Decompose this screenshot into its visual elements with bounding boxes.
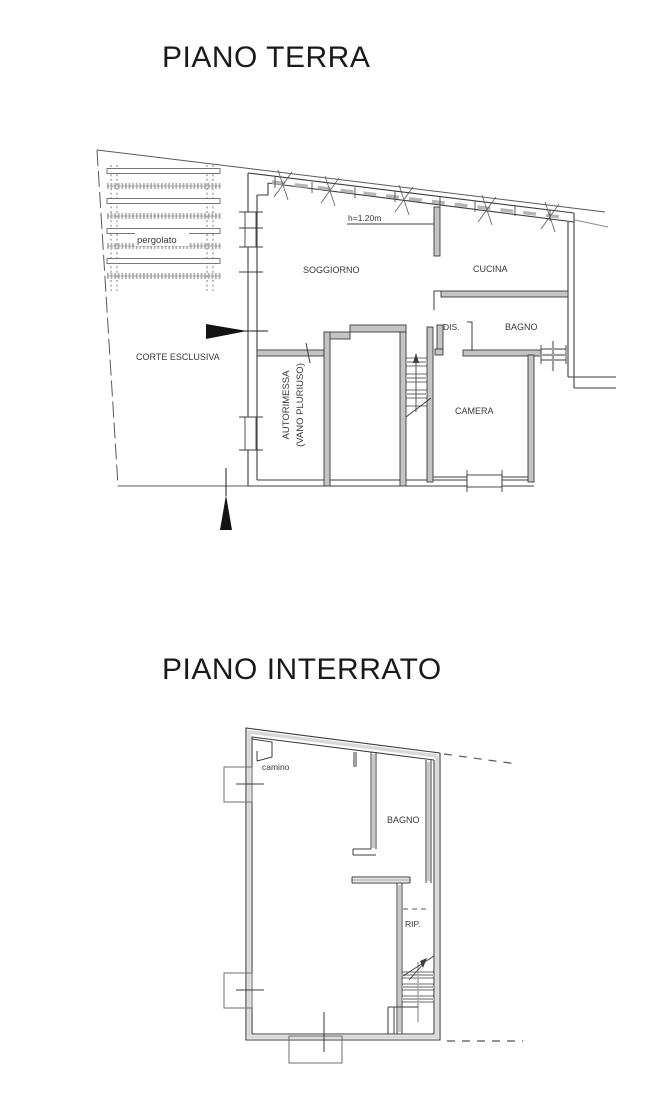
- wall-vano-west: [323, 331, 331, 487]
- exterior-wall-fill: [247, 730, 439, 1039]
- boundary-extension-line: [574, 219, 609, 228]
- piano-interrato-title: PIANO INTERRATO: [162, 653, 442, 686]
- wall-cucina-bagno: [440, 290, 569, 298]
- band-window-glass: [271, 180, 561, 219]
- pergolato-label: pergolato: [137, 235, 177, 246]
- piano-interrato-plan: camino BAGNO RIP.: [223, 727, 523, 1064]
- stair-arrow-head: [420, 958, 427, 968]
- entrance-arrow-west: [206, 324, 247, 339]
- piano-terra-title: PIANO TERRA: [162, 41, 371, 74]
- soggiorno-label: SOGGIORNO: [303, 265, 360, 275]
- corte-esclusiva-label: CORTE ESCLUSIVA: [136, 352, 220, 362]
- bagno-terra-label: BAGNO: [505, 322, 538, 332]
- wall-camera-east: [527, 354, 535, 483]
- windows-interrato: [223, 766, 343, 1064]
- wall-stair-east-camera-west: [426, 326, 434, 483]
- stair-landing-closet: [387, 1006, 418, 1034]
- bagno-wall-fill: [352, 754, 430, 1032]
- band-window-cross-marks: [273, 169, 560, 233]
- window-camera-south: [466, 474, 503, 488]
- boundary-dashes-interrato: [443, 753, 523, 1042]
- lightwell-south: [288, 1035, 343, 1064]
- bagno-wall-lines: [351, 752, 432, 1034]
- rip-label: RIP.: [405, 919, 420, 929]
- camera-label: CAMERA: [455, 406, 494, 416]
- lightwell-tick-marks: [236, 783, 325, 1052]
- bagno-wall-stub: [353, 752, 357, 767]
- room-labels-terra: SOGGIORNO CUCINA DIS. BAGNO CORTE ESCLUS…: [136, 213, 538, 447]
- exterior-wall-lines: [247, 172, 616, 487]
- stair-up-arrow: [413, 353, 419, 363]
- wall-stair-west: [399, 331, 407, 487]
- exterior-wall-inner: [251, 736, 435, 1035]
- camino-flue-lines: [251, 738, 273, 762]
- pergola-beam-centerlines: [107, 185, 221, 277]
- window-bagno-cross-mark: [540, 341, 568, 371]
- window-soggiorno-west: [244, 211, 257, 248]
- autorimessa-door-mark: [305, 342, 311, 364]
- exterior-walls-interrato: [245, 727, 441, 1041]
- exterior-wall-outer: [245, 727, 441, 1041]
- wall-vano-top-right: [349, 324, 407, 333]
- bagno-interrato-label: BAGNO: [387, 815, 420, 825]
- pergolato-label-background: [135, 233, 189, 246]
- pergola-beam: [106, 168, 221, 174]
- site-boundary-dashed: [96, 149, 119, 487]
- height-note-label: h=1.20m: [348, 213, 381, 223]
- interior-wall-details: [305, 223, 528, 478]
- pergola-beam: [106, 228, 221, 234]
- room-labels-interrato: camino BAGNO RIP.: [262, 762, 420, 929]
- piano-terra-plan: pergolato: [96, 149, 616, 530]
- band-window-mullions: [274, 177, 551, 221]
- camino-structure: [251, 738, 273, 762]
- entrance-arrows: [206, 324, 268, 530]
- autorimessa-label-line1: AUTORIMESSA: [281, 370, 292, 440]
- autorimessa-label-line2: (VANO PLURIUSO): [295, 363, 306, 447]
- site-boundary-solid: [96, 149, 606, 487]
- top-wall-windows: [271, 169, 561, 233]
- dis-label: DIS.: [443, 322, 460, 332]
- pergolato-structure: pergolato: [106, 165, 221, 291]
- entrance-arrow-south: [220, 495, 232, 530]
- interior-walls-terra: [256, 206, 569, 487]
- stair-break-and-arrow-line: [402, 955, 435, 981]
- staircase-interrato: [387, 955, 435, 1034]
- window-camera-ticks: [466, 470, 503, 492]
- wall-soggiorno-cucina: [433, 206, 441, 257]
- camino-label: camino: [262, 762, 290, 772]
- window-autorimessa-west: [244, 416, 257, 451]
- bagno-interrato-walls: [351, 752, 432, 1034]
- stair-break-line: [405, 397, 432, 418]
- windows-terra: [239, 211, 568, 492]
- dashed-boundary-lines: [443, 753, 523, 1042]
- window-tick-marks-west: [239, 211, 263, 451]
- wall-autorimessa-top: [256, 349, 325, 357]
- wall-dis-stub-foot: [434, 348, 444, 356]
- staircase-terra: [405, 353, 432, 418]
- pergola-beam: [106, 198, 221, 204]
- pergola-beam: [106, 258, 221, 264]
- cucina-label: CUCINA: [473, 264, 508, 274]
- exterior-walls-terra: [247, 172, 616, 487]
- interior-wall-lines: [347, 223, 528, 478]
- site-boundary: [96, 149, 609, 487]
